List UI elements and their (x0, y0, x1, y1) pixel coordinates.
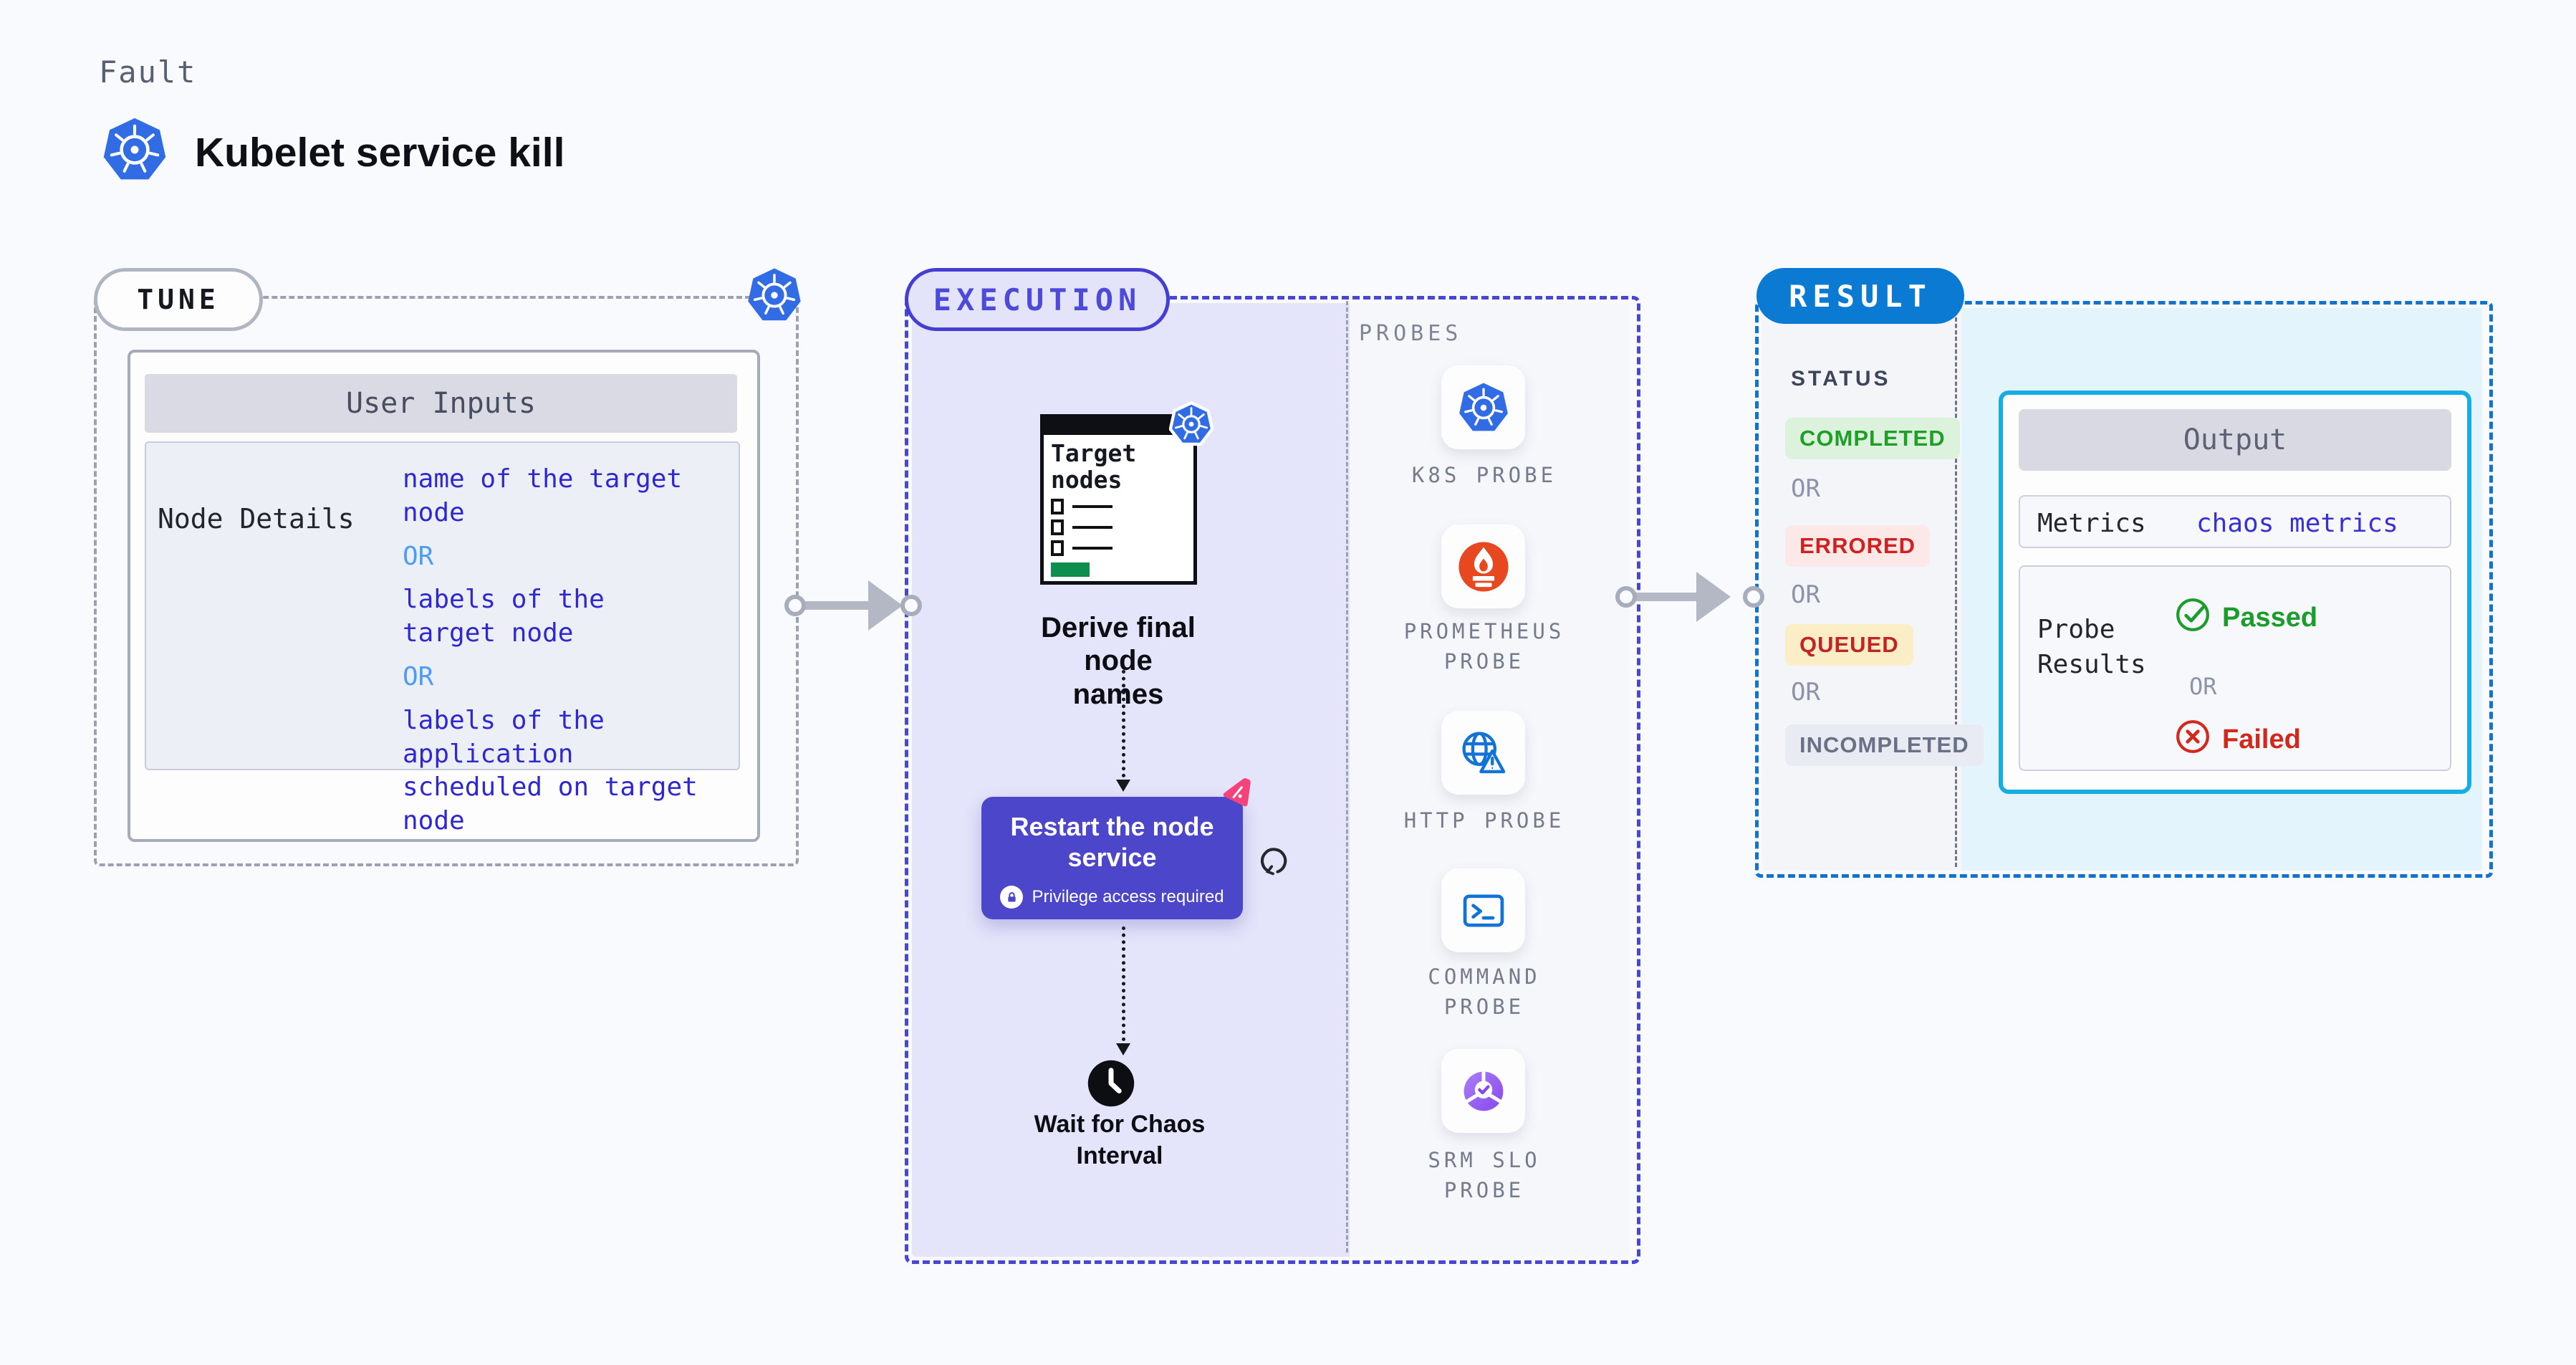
output-header: Output (2019, 409, 2451, 471)
wait-for-chaos-interval-step: Wait for Chaos Interval (1034, 1111, 1206, 1169)
probes-divider (1346, 301, 1348, 1253)
tune-section (94, 296, 799, 866)
connector-dot (784, 595, 806, 616)
arrow-right-icon (1696, 572, 1731, 622)
kubernetes-icon (102, 116, 168, 183)
restart-step-label: Restart the node service (1010, 812, 1214, 873)
flow-connector (1122, 670, 1125, 777)
checkbox-icon (1051, 519, 1064, 535)
failed-label: Failed (2222, 724, 2301, 755)
execution-pill: EXECUTION (905, 268, 1170, 331)
connector-dot (1743, 586, 1764, 608)
metrics-value: chaos metrics (2196, 509, 2398, 538)
flow-connector (1122, 926, 1125, 1041)
or-separator: OR (1791, 580, 1820, 609)
status-badge-queued: QUEUED (1785, 624, 1913, 666)
window-title-bar (1044, 418, 1193, 435)
or-separator: OR (403, 541, 434, 571)
value-target-node-labels: labels of the target node (403, 585, 605, 648)
status-badge-completed: COMPLETED (1785, 418, 1960, 459)
result-divider (1955, 305, 1957, 867)
node-line (1072, 546, 1112, 550)
passed-label: Passed (2222, 603, 2318, 633)
prometheus-probe-label: PROMETHEUS PROBE (1403, 619, 1565, 674)
probe-results-row: Probe Results Passed OR Failed (2019, 565, 2451, 771)
node-line (1072, 525, 1112, 529)
http-probe-label: HTTP PROBE (1403, 808, 1565, 833)
kubernetes-icon (1168, 401, 1214, 447)
arrow-down-icon (1116, 1043, 1130, 1055)
user-inputs-header: User Inputs (145, 374, 737, 433)
output-panel: Output Metrics chaos metrics Probe Resul… (1999, 391, 2471, 794)
clock-icon (1086, 1058, 1136, 1108)
command-probe-label: COMMAND PROBE (1428, 964, 1541, 1020)
node-checkbox-row (1051, 519, 1193, 535)
node-details-values: name of the target node OR labels of the… (403, 463, 739, 838)
connector-line (1635, 593, 1699, 601)
restart-node-service-step: Restart the node service Privilege acces… (981, 797, 1243, 919)
k8s-probe-card (1441, 365, 1525, 449)
prometheus-probe-card (1441, 525, 1525, 608)
target-nodes-window: Target nodes (1040, 414, 1197, 585)
derive-final-node-names-step: Derive final node names (1041, 612, 1196, 710)
kubernetes-icon (746, 267, 802, 324)
http-probe-card (1441, 711, 1525, 795)
or-separator: OR (2189, 673, 2217, 700)
terminal-icon (1463, 894, 1504, 926)
privilege-badge: Privilege access required (981, 886, 1243, 909)
progress-bar (1051, 562, 1090, 577)
probes-label: PROBES (1359, 321, 1463, 346)
chaos-fault-icon (1216, 776, 1256, 816)
result-pill: RESULT (1756, 268, 1964, 324)
node-checkbox-row (1051, 540, 1193, 556)
page-title: Kubelet service kill (195, 130, 565, 176)
k8s-probe-label: K8S PROBE (1411, 463, 1557, 487)
checkbox-icon (1051, 498, 1064, 514)
status-label: STATUS (1791, 367, 1891, 391)
node-details-label: Node Details (158, 503, 355, 535)
tune-pill: TUNE (94, 268, 263, 331)
status-badge-incompleted: INCOMPLETED (1785, 724, 1984, 766)
command-probe-card (1441, 868, 1525, 952)
connector-line (804, 601, 871, 610)
fault-kicker: Fault (99, 54, 197, 90)
status-badge-errored: ERRORED (1785, 525, 1931, 567)
status-column (1762, 308, 1962, 871)
loop-refresh-icon (1257, 844, 1290, 877)
or-separator: OR (1791, 678, 1820, 707)
globe-warning-icon (1461, 731, 1505, 773)
lock-icon (1000, 886, 1024, 909)
arrow-right-icon (868, 580, 903, 631)
target-nodes-title: Target nodes (1051, 439, 1137, 494)
value-target-node-name: name of the target node (403, 464, 683, 527)
or-separator: OR (403, 661, 434, 691)
slo-chart-icon (1464, 1071, 1503, 1111)
value-application-labels: labels of the application scheduled on t… (403, 705, 698, 836)
srm-slo-probe-label: SRM SLO PROBE (1428, 1148, 1541, 1203)
connector-dot (1615, 586, 1637, 608)
check-circle-icon (2175, 597, 2211, 633)
checkbox-icon (1051, 540, 1064, 556)
node-line (1072, 504, 1112, 508)
srm-slo-probe-card (1441, 1049, 1525, 1133)
prometheus-icon (1458, 541, 1509, 592)
or-separator: OR (1791, 474, 1820, 503)
privilege-badge-label: Privilege access required (1032, 887, 1224, 906)
user-inputs-card: User Inputs Node Details name of the tar… (128, 350, 760, 842)
x-circle-icon (2175, 719, 2211, 755)
node-details-row: Node Details name of the target node OR … (145, 441, 740, 835)
probe-results-label: Probe Results (2037, 615, 2146, 679)
metrics-row: Metrics chaos metrics (2019, 495, 2451, 548)
kubernetes-icon (1458, 382, 1508, 431)
connector-dot (900, 595, 922, 616)
metrics-label: Metrics (2037, 509, 2146, 538)
node-checkbox-row (1051, 498, 1193, 514)
arrow-down-icon (1116, 780, 1130, 792)
